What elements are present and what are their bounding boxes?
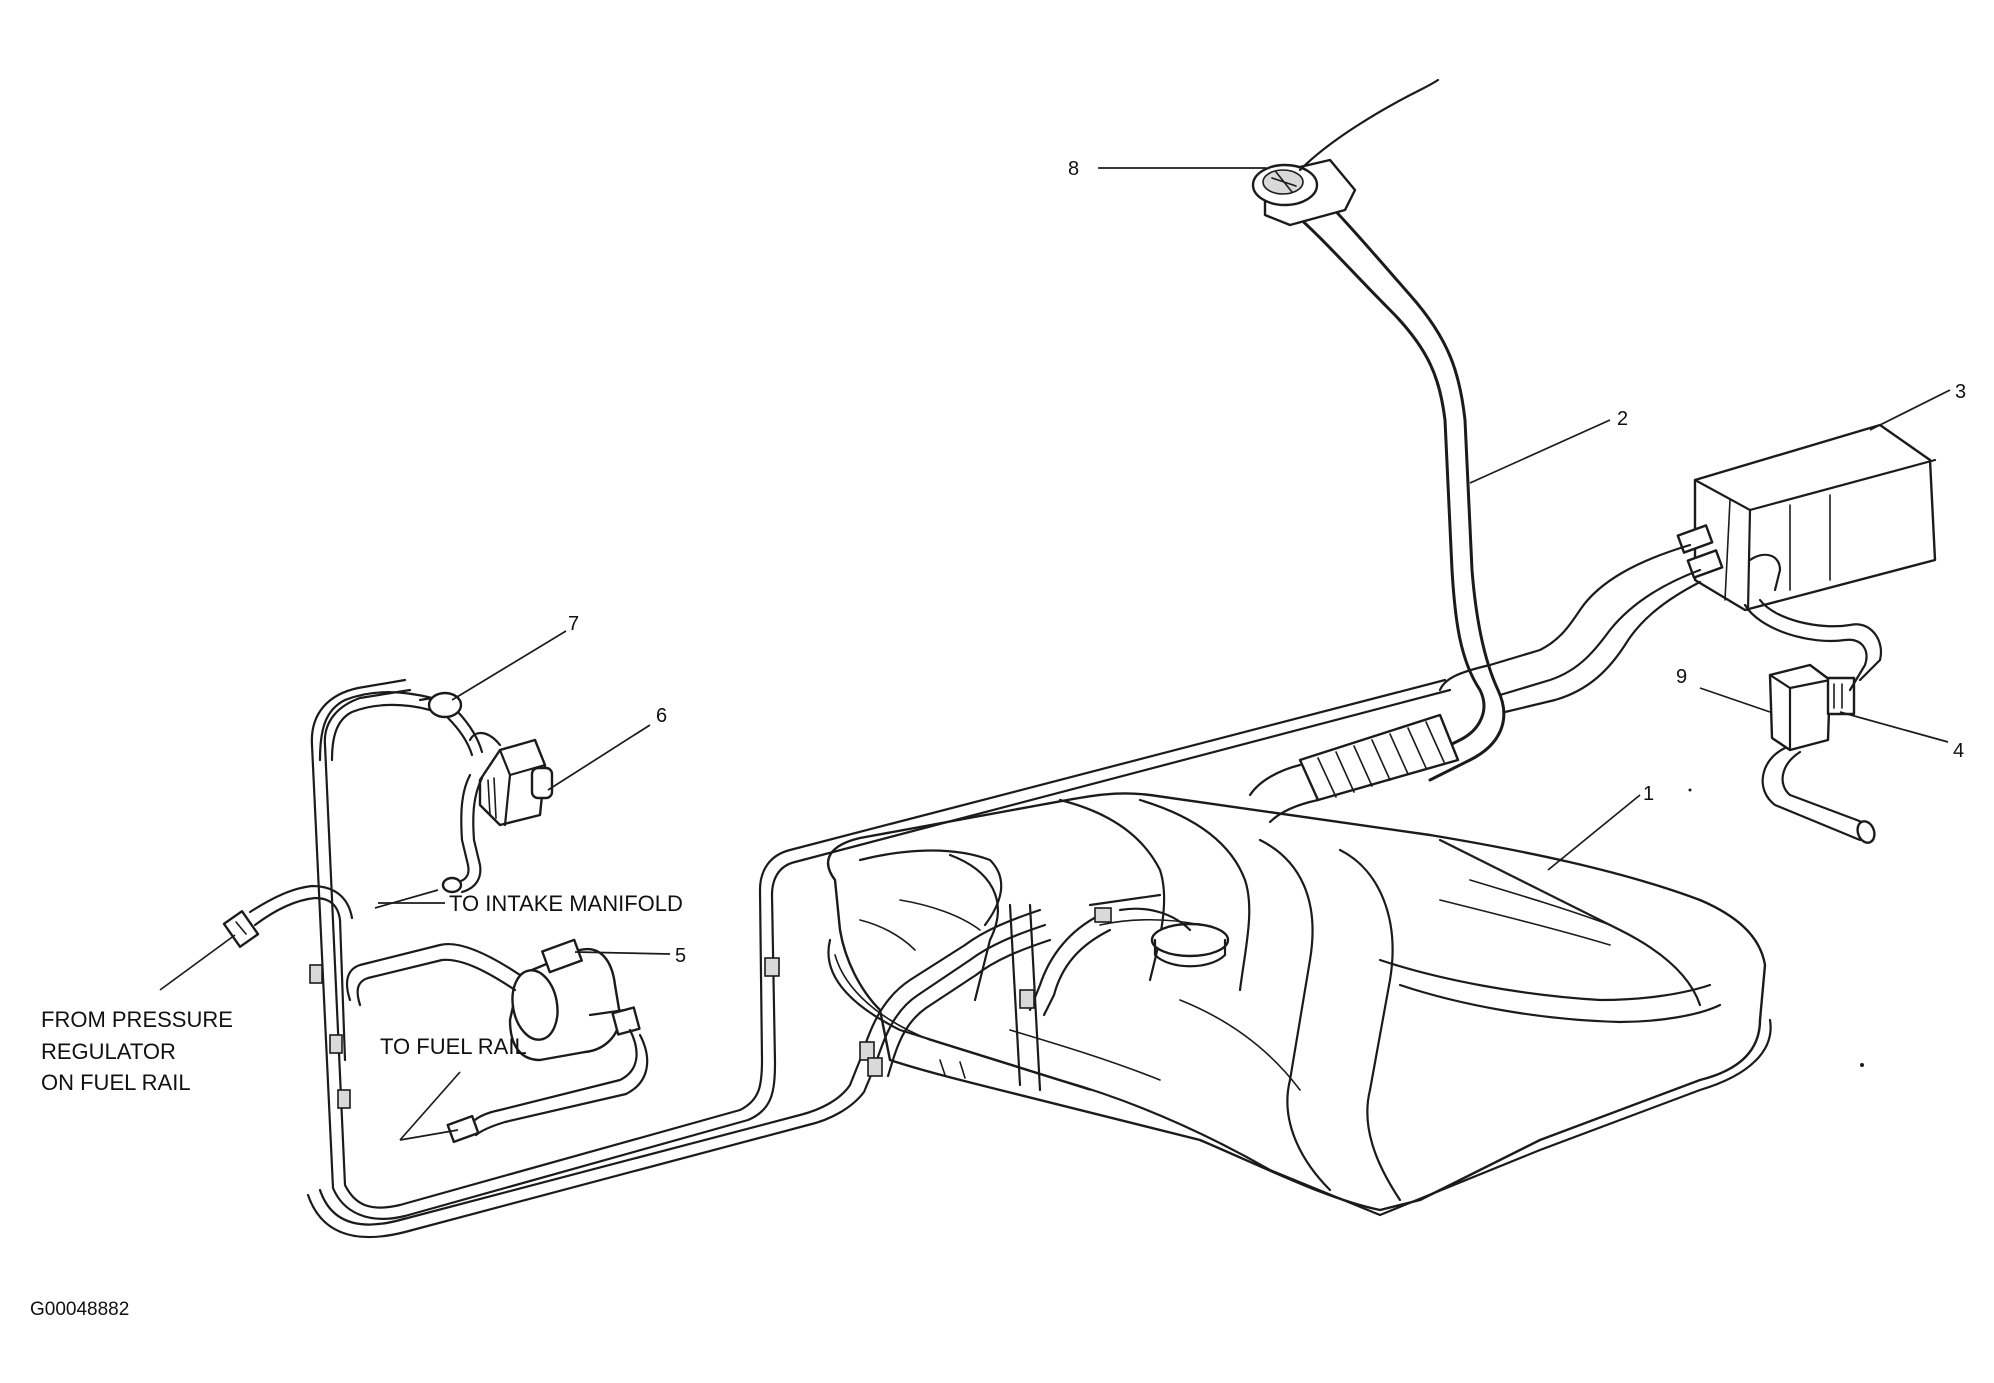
leader-fuel-rail-a: [399, 1129, 459, 1141]
leader-1: [1547, 794, 1641, 871]
callout-6: 6: [656, 705, 667, 727]
stray-dot: [1688, 788, 1692, 792]
callout-4: 4: [1953, 740, 1964, 762]
filler-neck-corrugated-hose: [1298, 713, 1460, 802]
figure-id: G00048882: [30, 1299, 129, 1320]
callout-1: 1: [1643, 783, 1654, 805]
leader-3: [1869, 389, 1951, 431]
from-pressure-regulator-line-1: FROM PRESSURE: [41, 1007, 233, 1032]
callout-3: 3: [1955, 381, 1966, 403]
leader-lines: [159, 167, 1951, 1141]
callout-numbers: 1 2 3 4 5 6 7 8 9: [568, 158, 1966, 967]
leader-fuel-rail-b: [399, 1071, 461, 1141]
from-pressure-regulator-line-3: ON FUEL RAIL: [41, 1070, 191, 1095]
leader-intake-a: [374, 889, 439, 909]
leader-4: [1839, 711, 1949, 743]
to-intake-manifold-label: TO INTAKE MANIFOLD: [449, 891, 683, 916]
leader-6: [547, 724, 651, 791]
pressure-regulator-line: [222, 884, 354, 1062]
leader-7: [451, 630, 567, 701]
evap-solenoid: [441, 732, 554, 894]
annotations: TO INTAKE MANIFOLD TO FUEL RAIL FROM PRE…: [41, 891, 683, 1095]
fuel-tank: [826, 792, 1772, 1217]
vapor-lines: [1438, 543, 1702, 714]
stray-dot: [1860, 1063, 1864, 1067]
to-fuel-rail-label: TO FUEL RAIL: [380, 1034, 527, 1059]
fuel-lines: [306, 678, 1452, 1239]
vacuum-check-valve: [318, 691, 484, 762]
from-pressure-regulator-line-2: REGULATOR: [41, 1039, 176, 1064]
callout-2: 2: [1617, 408, 1628, 430]
leader-9: [1699, 687, 1771, 713]
callout-7: 7: [568, 613, 579, 635]
callout-8: 8: [1068, 158, 1079, 180]
leader-pressure-regulator: [159, 934, 236, 991]
evap-purge-valve: [1743, 598, 1883, 844]
evap-canister: [1676, 423, 1937, 612]
leader-2: [1469, 419, 1611, 484]
callout-5: 5: [675, 945, 686, 967]
fuel-filter: [345, 938, 649, 1144]
leader-5: [574, 951, 671, 955]
filler-neck: [1248, 193, 1506, 824]
fuel-filler-cap: [1251, 78, 1440, 227]
callout-9: 9: [1676, 666, 1687, 688]
